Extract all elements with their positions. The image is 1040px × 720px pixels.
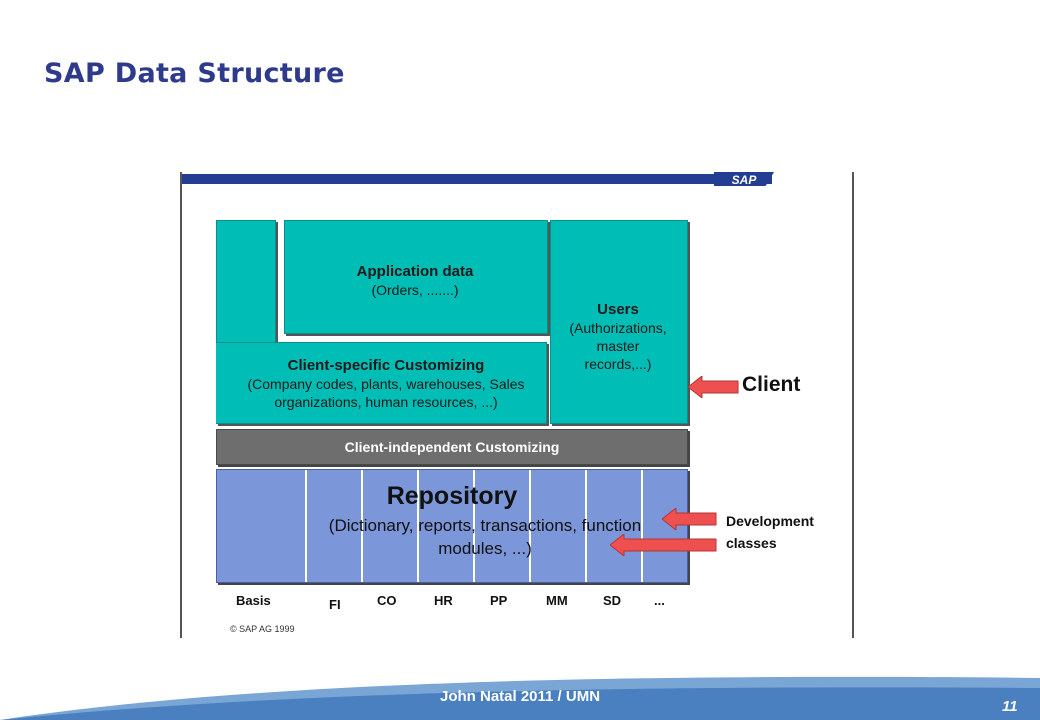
- development-classes-label: Development classes: [726, 510, 814, 554]
- repository-detail: (Dictionary, reports, transactions, func…: [283, 514, 687, 560]
- module-label-more: ...: [654, 593, 665, 608]
- application-data-box: [284, 220, 548, 334]
- page-number: 11: [1002, 698, 1018, 715]
- repository-divider: [641, 470, 643, 582]
- users-detail-line-2: master: [596, 338, 640, 354]
- users-title: Users: [597, 301, 639, 318]
- client-arrow-icon: [688, 376, 739, 398]
- copyright-notice: © SAP AG 1999: [230, 624, 295, 634]
- client-specific-customizing-title: Client-specific Customizing: [287, 357, 485, 374]
- users-box: [550, 220, 688, 424]
- application-data-text: Application data (Orders, .......): [284, 262, 546, 299]
- repository-divider: [305, 470, 307, 582]
- repository-detail-line-1: (Dictionary, reports, transactions, func…: [328, 516, 642, 535]
- repository-title: Repository: [386, 482, 518, 510]
- client-specific-customizing-box: [216, 342, 547, 424]
- repository-divider: [473, 470, 475, 582]
- module-label-hr: HR: [434, 593, 453, 608]
- module-label-mm: MM: [546, 593, 568, 608]
- users-detail-line-3: records,...): [584, 356, 652, 372]
- repository-box: Repository (Dictionary, reports, transac…: [216, 469, 688, 583]
- application-data-detail: (Orders, .......): [371, 282, 459, 298]
- client-specific-detail-line-2: organizations, human resources, ...): [274, 394, 498, 410]
- development-arrow-icon: [610, 534, 717, 556]
- repository-divider: [585, 470, 587, 582]
- module-label-fi: FI: [329, 597, 341, 612]
- slide-title: SAP Data Structure: [44, 58, 345, 89]
- sap-data-structure-diagram: SAP Client-specific Customizing (Company…: [180, 172, 854, 638]
- diagram-left-border: [180, 172, 182, 638]
- diagram-header-bar: [180, 174, 772, 184]
- module-label-pp: PP: [490, 593, 508, 608]
- repository-divider: [529, 470, 531, 582]
- repository-divider: [361, 470, 363, 582]
- footer-band: [0, 676, 1040, 720]
- client-label: Client: [742, 373, 801, 396]
- client-specific-customizing-text: Client-specific Customizing (Company cod…: [226, 356, 546, 411]
- module-label-co: CO: [377, 593, 397, 608]
- diagram-right-border: [852, 172, 854, 638]
- module-label-basis: Basis: [236, 593, 271, 608]
- development-arrow-icon: [662, 508, 717, 530]
- repository-detail-line-2: modules, ...): [438, 539, 532, 558]
- module-label-sd: SD: [603, 593, 622, 608]
- footer-author: John Natal 2011 / UMN: [440, 688, 601, 705]
- development-label-line-2: classes: [726, 535, 777, 551]
- application-data-title: Application data: [356, 263, 474, 280]
- client-independent-customizing-box: Client-independent Customizing: [216, 429, 688, 465]
- users-text: Users (Authorizations, master records,..…: [550, 300, 686, 373]
- users-detail-line-1: (Authorizations,: [569, 320, 667, 336]
- sap-logo: SAP: [714, 172, 774, 186]
- development-label-line-1: Development: [726, 513, 814, 529]
- client-specific-detail-line-1: (Company codes, plants, warehouses, Sale…: [247, 376, 525, 392]
- repository-divider: [417, 470, 419, 582]
